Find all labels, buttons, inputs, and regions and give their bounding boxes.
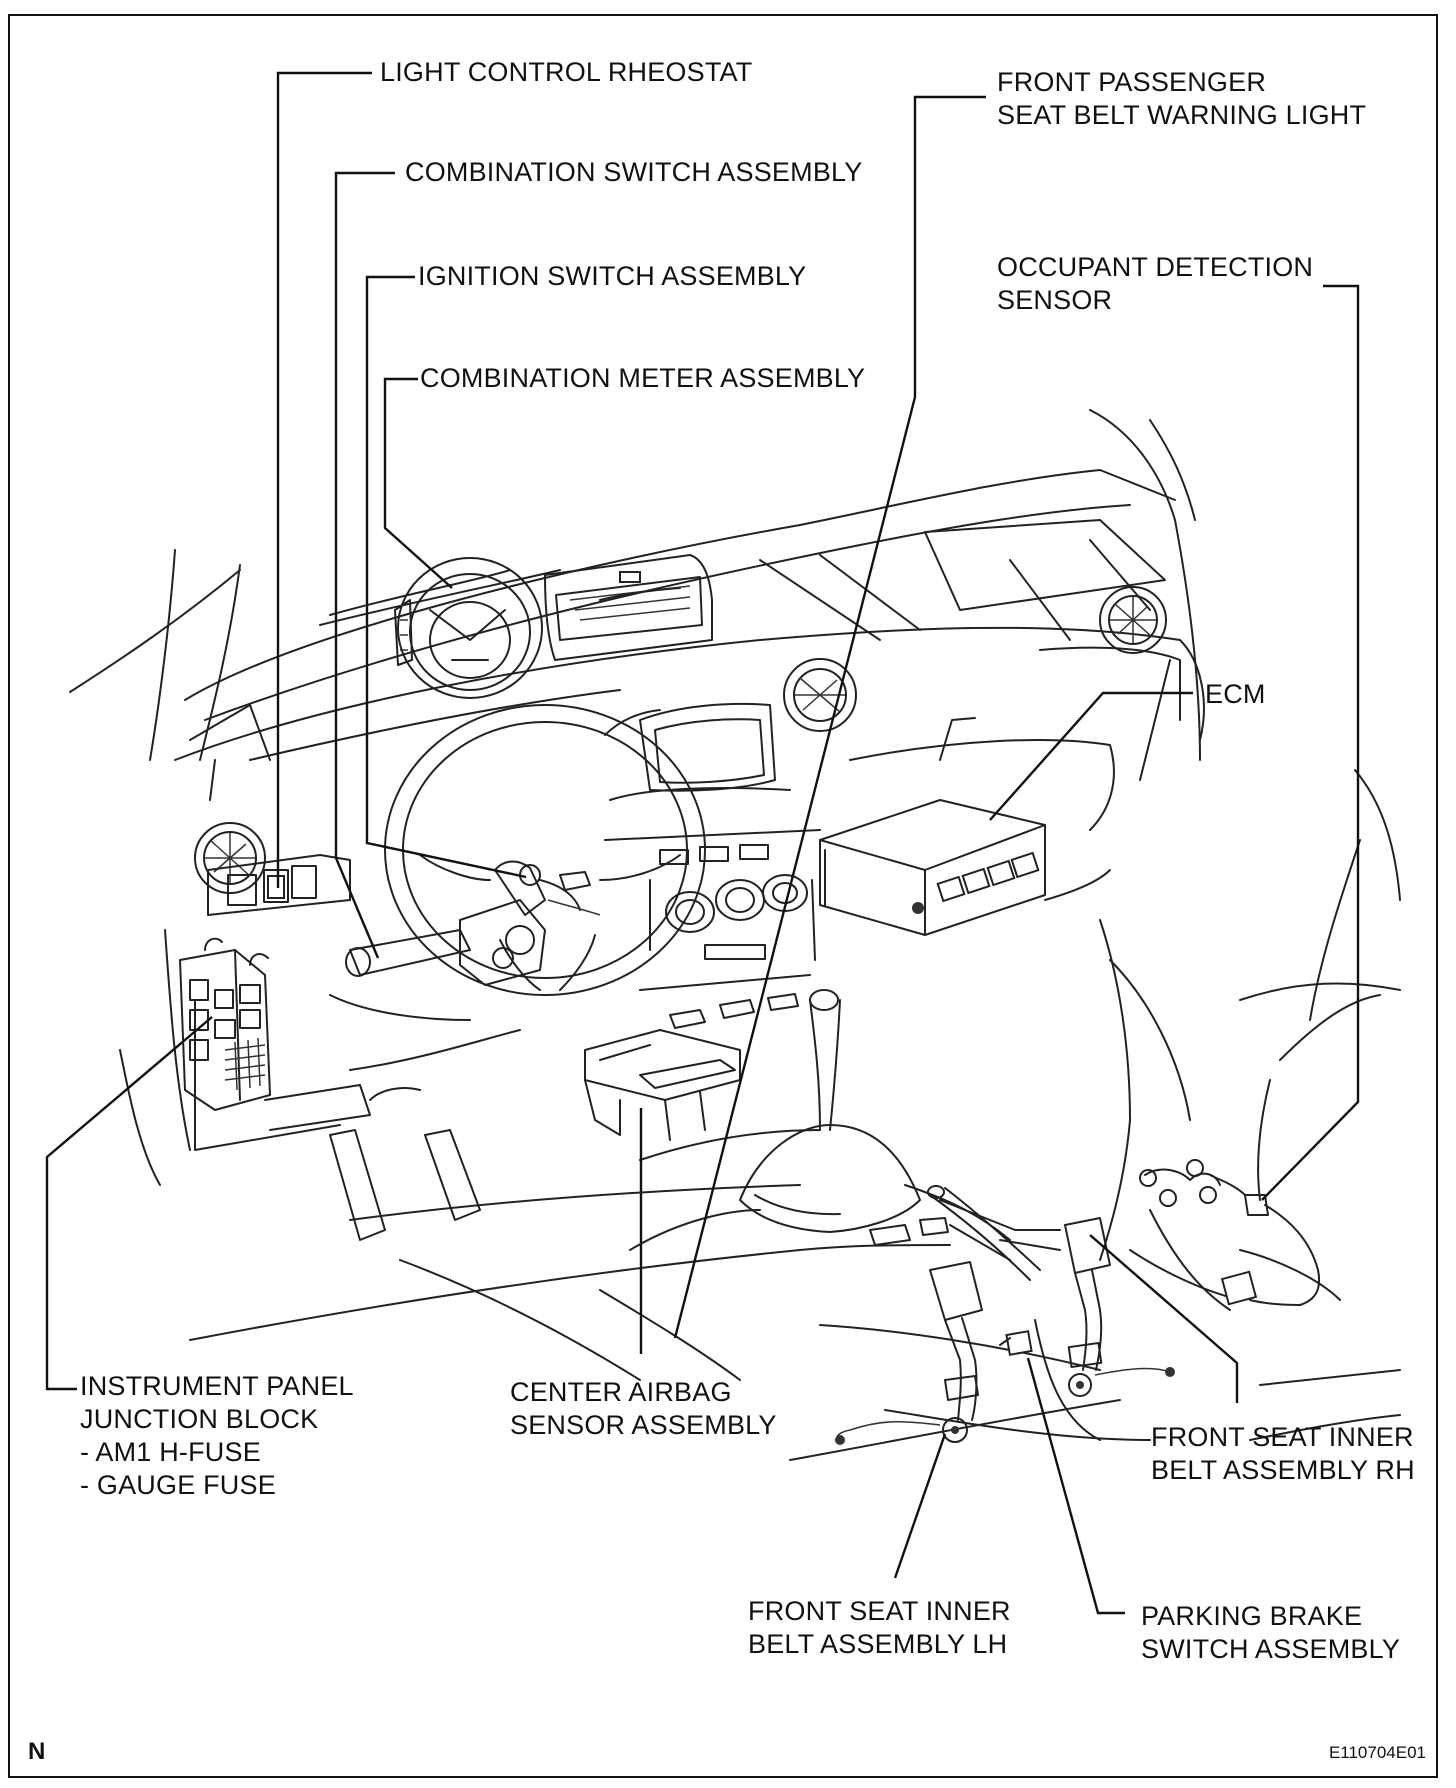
- vehicle-interior-illustration: [69, 409, 1401, 1461]
- leader-instrument-panel: [45, 1016, 213, 1391]
- leader-seat-belt-lh: [893, 1433, 947, 1579]
- figure-code: E110704E01: [1328, 1743, 1426, 1762]
- leader-parking-brake: [1026, 1357, 1125, 1615]
- label-line: - GAUGE FUSE: [80, 1470, 276, 1500]
- label-line: PARKING BRAKE: [1141, 1601, 1363, 1631]
- label-ignition-switch-assembly: IGNITION SWITCH ASSEMBLY: [418, 261, 807, 291]
- label-line: FRONT SEAT INNER: [1151, 1422, 1414, 1452]
- diagram-frame: [8, 14, 1438, 1778]
- label-line: SENSOR ASSEMBLY: [510, 1410, 777, 1440]
- label-line: JUNCTION BLOCK: [80, 1404, 319, 1434]
- label-line: OCCUPANT DETECTION: [997, 252, 1314, 282]
- label-line: SEAT BELT WARNING LIGHT: [997, 100, 1367, 130]
- label-line: SWITCH ASSEMBLY: [1141, 1634, 1401, 1664]
- label-line: BELT ASSEMBLY LH: [748, 1629, 1008, 1659]
- leader-front-passenger-warning: [673, 95, 986, 1339]
- label-line: SENSOR: [997, 285, 1113, 315]
- label-combination-switch-assembly: COMBINATION SWITCH ASSEMBLY: [405, 157, 863, 187]
- leader-lines: [45, 71, 1360, 1615]
- north-marker: N: [28, 1738, 46, 1765]
- leader-ignition-switch: [365, 275, 527, 879]
- label-line: FRONT PASSENGER: [997, 67, 1267, 97]
- label-line: INSTRUMENT PANEL: [80, 1371, 354, 1401]
- label-line: FRONT SEAT INNER: [748, 1596, 1011, 1626]
- label-combination-meter-assembly: COMBINATION METER ASSEMBLY: [420, 363, 866, 393]
- label-line: - AM1 H-FUSE: [80, 1437, 261, 1467]
- leader-light-control-rheostat: [276, 71, 372, 888]
- label-line: BELT ASSEMBLY RH: [1151, 1455, 1415, 1485]
- leader-ecm: [989, 691, 1193, 821]
- leader-seat-belt-rh: [1089, 1234, 1239, 1403]
- leader-combination-meter: [383, 377, 453, 589]
- leader-occupant-detection: [1261, 284, 1360, 1201]
- leader-combination-switch: [334, 171, 395, 959]
- label-line: CENTER AIRBAG: [510, 1377, 732, 1407]
- label-light-control-rheostat: LIGHT CONTROL RHEOSTAT: [380, 57, 753, 87]
- label-ecm: ECM: [1205, 679, 1266, 709]
